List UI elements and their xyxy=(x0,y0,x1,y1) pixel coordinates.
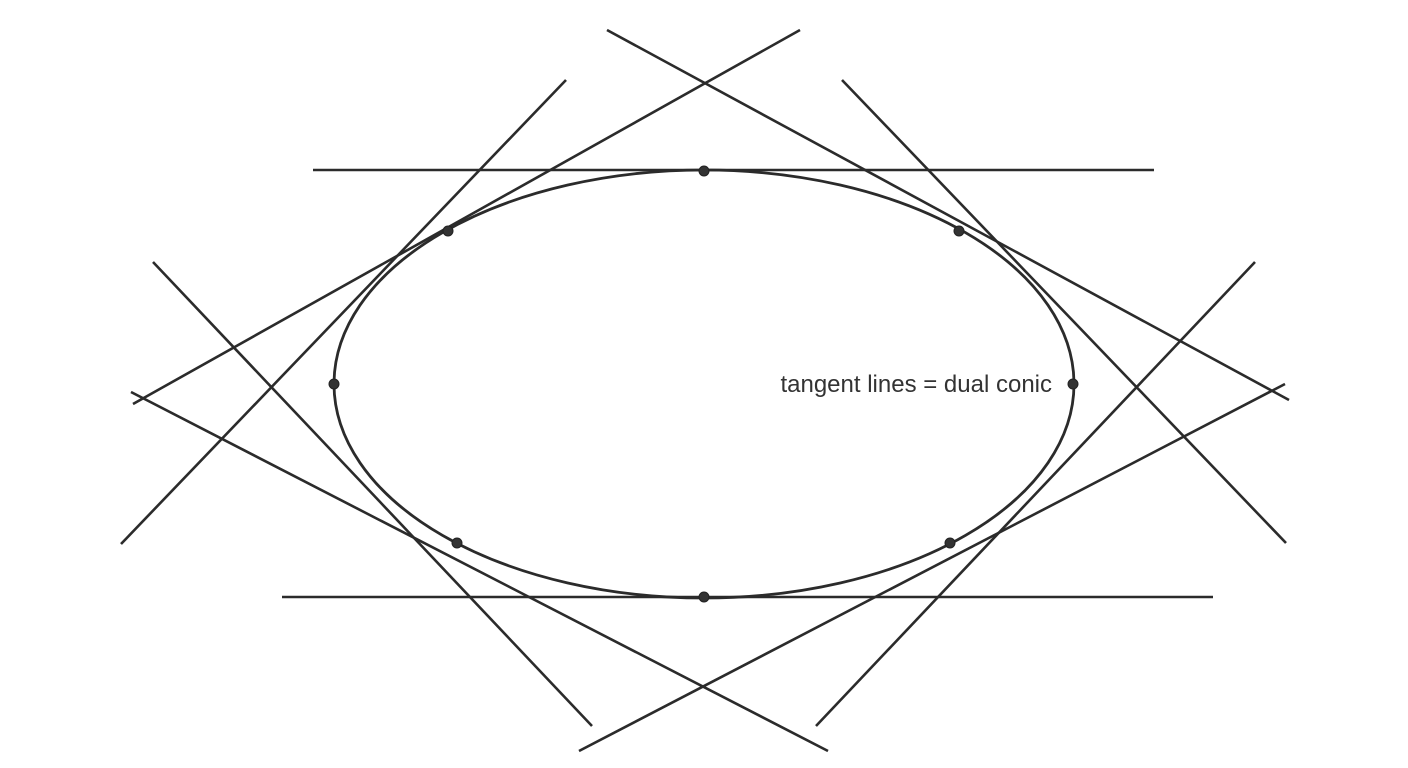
tangent-line-right-steep-a xyxy=(841,79,1287,544)
tangency-point-left xyxy=(328,378,340,390)
tangent-line-upper-right-shallow xyxy=(606,28,1290,402)
tangency-points xyxy=(328,165,1079,603)
tangency-point-bottom xyxy=(698,591,710,603)
tangent-line-lower-left-shallow xyxy=(130,390,829,753)
tangent-line-left-steep-b xyxy=(152,261,593,727)
tangency-point-upper-right xyxy=(953,225,965,237)
tangency-point-lower-right xyxy=(944,537,956,549)
tangency-point-top xyxy=(698,165,710,177)
tangency-point-right xyxy=(1067,378,1079,390)
tangency-point-lower-left xyxy=(451,537,463,549)
tangent-line-right-steep-b xyxy=(815,261,1256,727)
diagram-caption: tangent lines = dual conic xyxy=(780,371,1052,398)
tangent-line-left-steep-a xyxy=(120,79,567,545)
tangent-line-lower-right-shallow xyxy=(578,382,1286,753)
tangency-point-upper-left xyxy=(442,225,454,237)
tangent-lines xyxy=(120,28,1290,753)
tangent-line-upper-left-shallow xyxy=(132,28,801,406)
